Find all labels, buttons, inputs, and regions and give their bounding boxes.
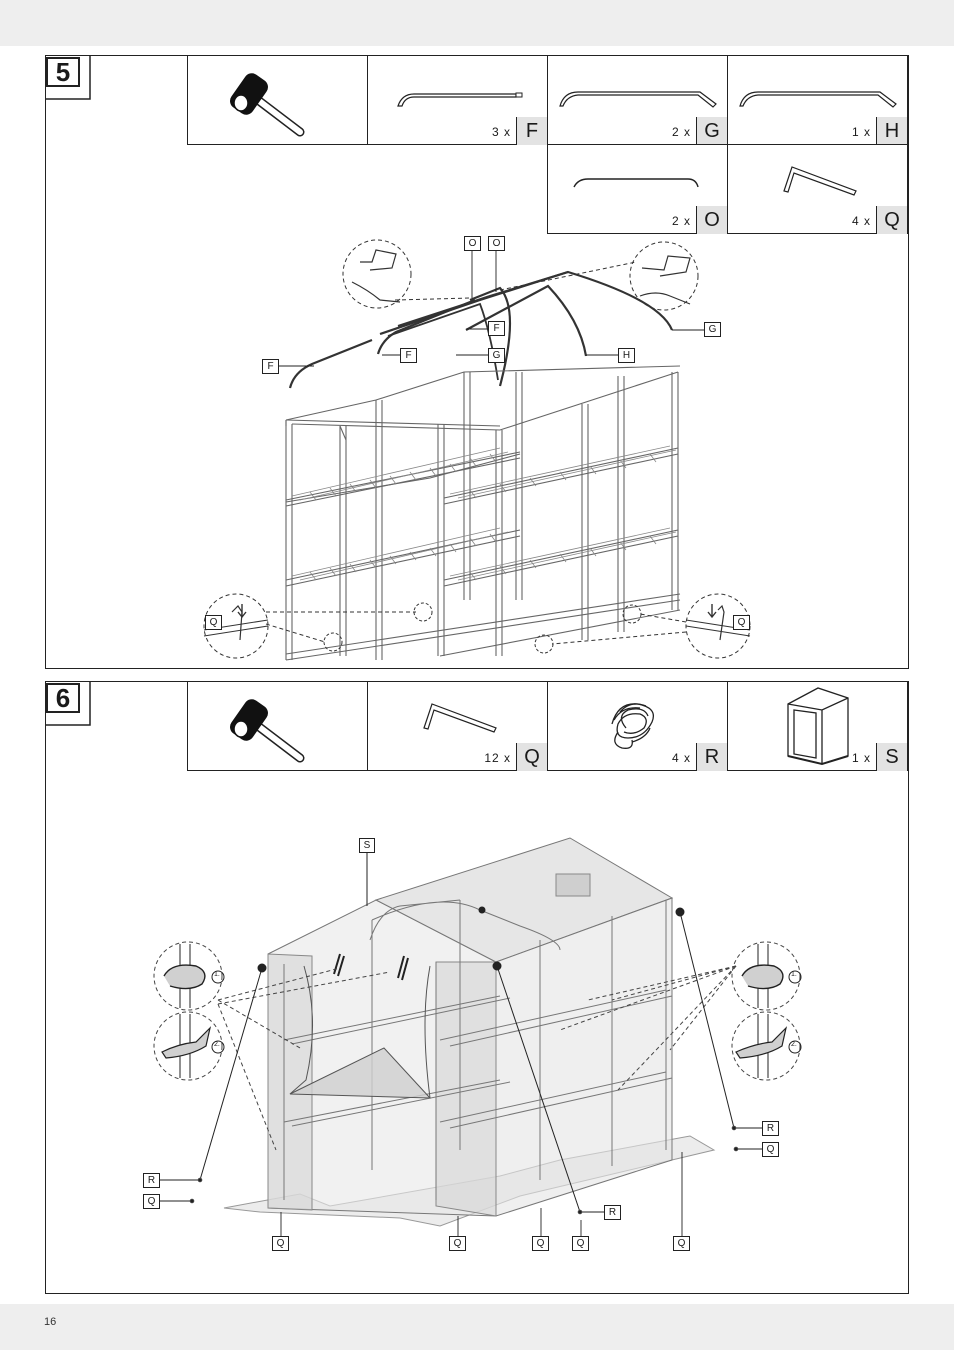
part-s-letter: S [876,743,907,771]
roof-bar-g-icon [559,91,717,108]
detail-step-2-left: 2. [214,1041,220,1048]
mallet-icon [230,699,305,763]
detail-step-2-right: 2. [791,1041,797,1048]
part-f-letter: F [516,117,547,145]
part-r-letter: R [696,743,727,771]
part-s-quantity: 1 x [851,751,871,765]
label-r-left: R [143,1173,160,1188]
label-q-left: Q [205,615,222,630]
step-5-part-o-cell: 2 x O [547,144,728,234]
label-q-bottom-2: Q [449,1236,466,1251]
step-5-part-h-cell: 1 x H [727,55,908,145]
page-number: 16 [44,1316,57,1328]
step-5-tool-cell [187,55,368,145]
rope-r-icon [611,703,655,749]
part-g-letter: G [696,117,727,145]
label-f-3: F [262,359,279,374]
label-g-2: G [704,322,721,337]
step-6-part-s-cell: 1 x S [727,681,908,771]
label-q-bottom-1: Q [272,1236,289,1251]
step-6-part-r-cell: 4 x R [547,681,728,771]
mallet-icon [230,73,305,137]
part-r-quantity: 4 x [671,751,691,765]
label-g-1: G [488,348,505,363]
part-q-quantity: 12 x [484,751,511,765]
part-q-letter: Q [516,743,547,771]
roof-bar-h-icon [739,91,897,108]
part-f-quantity: 3 x [491,125,511,139]
part-q-letter: Q [876,206,907,234]
bottom-margin-band [0,1304,954,1350]
step-6-part-q-cell: 12 x Q [367,681,548,771]
label-o-2: O [488,236,505,251]
label-f-1: F [488,321,505,336]
label-q-right: Q [762,1142,779,1157]
step-5-part-g-cell: 2 x G [547,55,728,145]
part-q-quantity: 4 x [851,214,871,228]
detail-step-1-left: 1. [214,971,220,978]
step-5-part-f-cell: 3 x F [367,55,548,145]
label-q-bottom-5: Q [673,1236,690,1251]
part-g-quantity: 2 x [671,125,691,139]
part-o-letter: O [696,206,727,234]
cover-s-icon [787,687,849,766]
roof-bar-o-icon [573,178,699,188]
part-o-quantity: 2 x [671,214,691,228]
label-r-right: R [762,1121,779,1136]
step-5-part-q-cell: 4 x Q [727,144,908,234]
step-6-number: 6 [46,683,80,713]
peg-q-icon [423,703,497,733]
label-o-1: O [464,236,481,251]
top-margin-band [0,0,954,46]
detail-step-1-right: 1. [791,971,797,978]
label-s: S [359,838,375,853]
step-6-tool-cell [187,681,368,771]
roof-bar-f-icon [397,92,523,107]
label-h: H [618,348,635,363]
part-h-letter: H [876,117,907,145]
label-q-right: Q [733,615,750,630]
part-h-quantity: 1 x [851,125,871,139]
label-q-bottom-4: Q [572,1236,589,1251]
step-5-number: 5 [46,57,80,87]
label-f-2: F [400,348,417,363]
label-r-bottom: R [604,1205,621,1220]
peg-q-icon [783,166,857,196]
label-q-left: Q [143,1194,160,1209]
label-q-bottom-3: Q [532,1236,549,1251]
